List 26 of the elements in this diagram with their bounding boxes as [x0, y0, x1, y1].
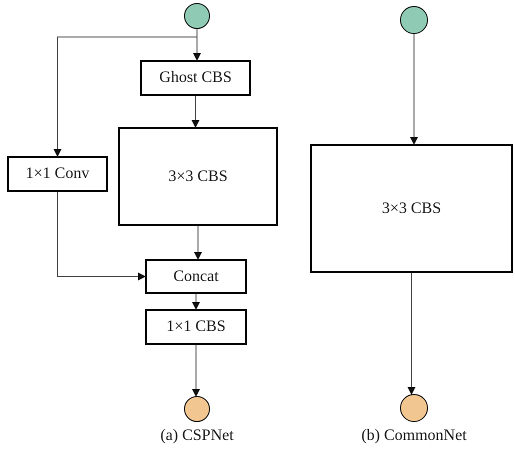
arrow [192, 344, 200, 397]
process-box [145, 259, 247, 294]
process-box [118, 127, 278, 226]
arrow [410, 34, 418, 145]
node-circle [400, 394, 428, 422]
arrow [192, 294, 200, 310]
box-label: Concat [173, 268, 219, 286]
box-label: Ghost CBS [159, 69, 232, 87]
arrow [408, 272, 416, 395]
box-label: 3×3 CBS [382, 200, 442, 218]
arrow [57, 192, 146, 280]
process-box [310, 144, 513, 273]
subfigure-caption: (b) CommonNet [361, 427, 467, 445]
node-circle [184, 3, 210, 29]
box-label: 3×3 CBS [168, 168, 228, 186]
node-circle [400, 6, 428, 34]
arrow [54, 28, 198, 157]
node-circle [184, 396, 210, 422]
arrow [192, 96, 200, 128]
arrow [194, 226, 202, 260]
process-box [145, 309, 247, 345]
subfigure-caption: (a) CSPNet [160, 427, 234, 445]
box-label: 1×1 Conv [26, 165, 90, 183]
process-box [140, 60, 251, 96]
box-label: 1×1 CBS [166, 318, 226, 336]
process-box [7, 156, 108, 192]
